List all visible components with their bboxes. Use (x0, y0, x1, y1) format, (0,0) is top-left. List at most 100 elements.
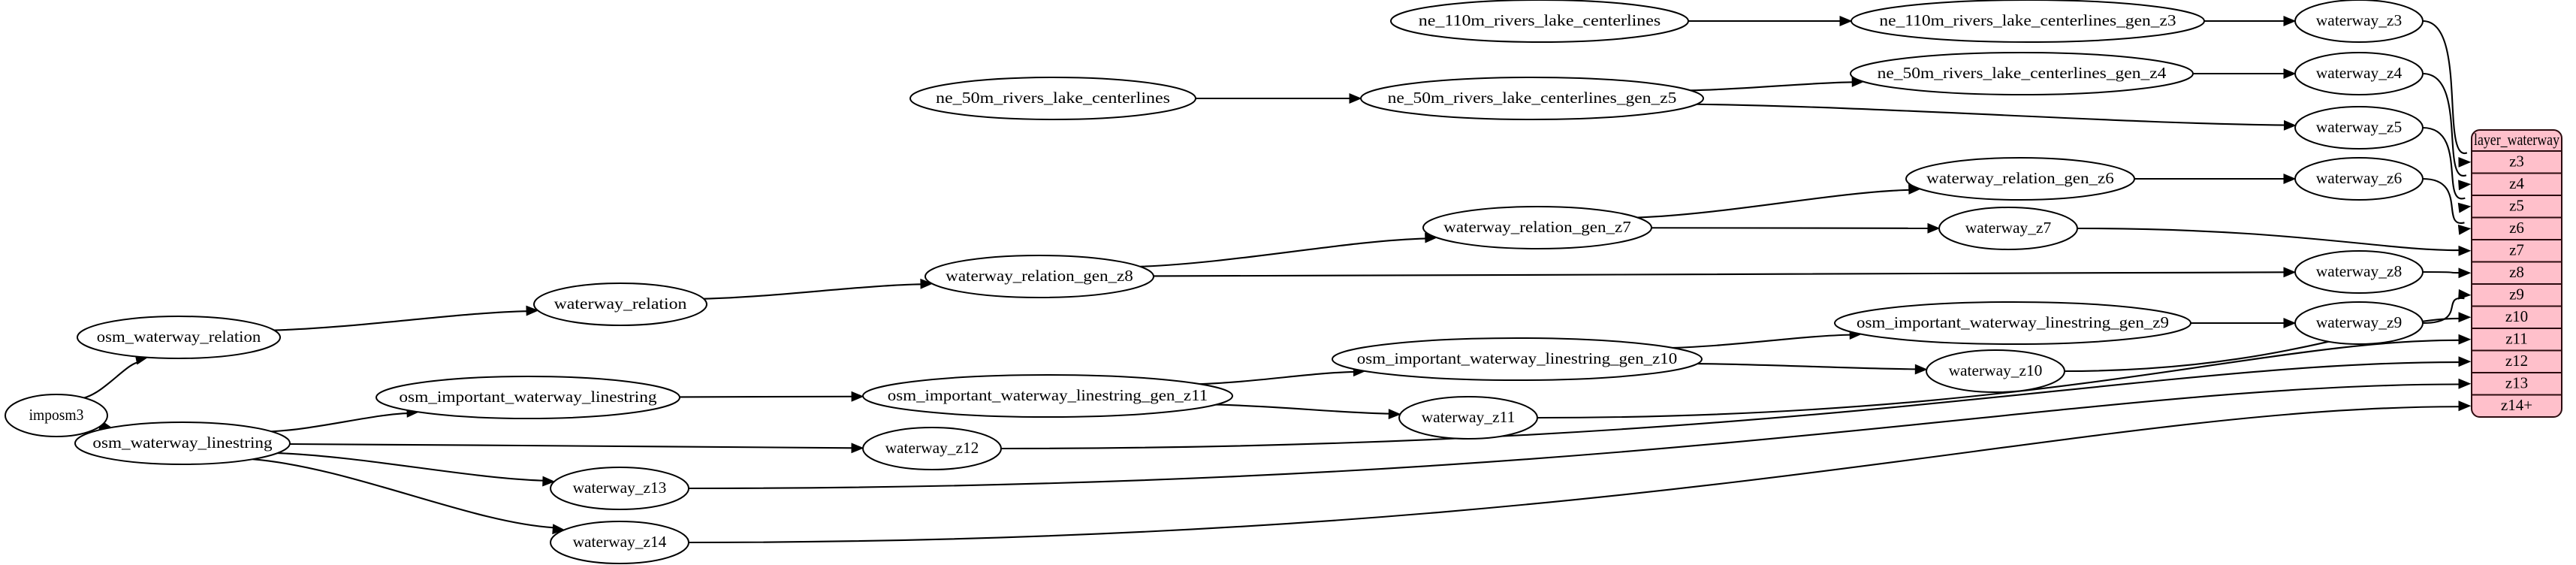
arrow-head-icon (2458, 245, 2472, 256)
node-imposm3[interactable]: imposm3 (5, 394, 108, 437)
arrow-head-icon (526, 305, 539, 316)
edges-layer (83, 16, 2472, 544)
node-shape-waterway_z14 (550, 521, 689, 564)
node-ne_50m_rivers_lake_centerlines_gen_z4[interactable]: ne_50m_rivers_lake_centerlines_gen_z4 (1850, 52, 2194, 95)
arrow-head-icon (2283, 16, 2297, 26)
node-waterway_relation_gen_z6[interactable]: waterway_relation_gen_z6 (1905, 157, 2135, 201)
nodes-layer: imposm3 osm_waterway_relation osm_waterway… (5, 0, 2424, 564)
node-shape-waterway_z9 (2294, 301, 2424, 345)
table-row-z9[interactable] (2472, 283, 2562, 307)
edge-waterway_relation-to-waterway_relation_gen_z8 (703, 283, 923, 300)
edge-ne_50m_rivers_lake_centerlines_gen_z5-to-waterway_z5 (1697, 103, 2286, 126)
table-row-z7[interactable] (2472, 239, 2562, 263)
table-row-label-z4: z4 (2509, 174, 2524, 192)
edge-osm_important_waterway_linestring_gen_z10-to-osm_important_waterway_linestring_gen_z9 (1673, 334, 1852, 349)
node-waterway_relation_gen_z7[interactable]: waterway_relation_gen_z7 (1422, 206, 1652, 249)
table-row-label-z8: z8 (2509, 263, 2524, 281)
edge-waterway_relation_gen_z8-to-waterway_z8 (1153, 271, 2286, 277)
node-shape-ne_110m_rivers_lake_centerlines_gen_z3 (1851, 0, 2205, 43)
node-waterway_z9[interactable]: waterway_z9 (2294, 301, 2424, 345)
table-outline (2471, 129, 2562, 418)
node-waterway_z11[interactable]: waterway_z11 (1398, 396, 1538, 440)
edge-osm_waterway_linestring-to-osm_important_waterway_linestring (271, 412, 409, 433)
table-row-z11[interactable] (2472, 328, 2562, 352)
node-ne_110m_rivers_lake_centerlines_gen_z3[interactable]: ne_110m_rivers_lake_centerlines_gen_z3 (1851, 0, 2205, 43)
node-waterway_z13[interactable]: waterway_z13 (550, 467, 689, 510)
node-ne_50m_rivers_lake_centerlines_gen_z5[interactable]: ne_50m_rivers_lake_centerlines_gen_z5 (1360, 77, 1704, 120)
arrow-head-icon (2458, 267, 2472, 279)
table-row-label-z9: z9 (2509, 286, 2524, 304)
edge-waterway_z14-to-table-z14plus (688, 406, 2461, 544)
arrow-head-icon (542, 476, 556, 487)
arrow-head-icon (920, 278, 934, 289)
arrow-head-icon (2458, 334, 2472, 345)
arrow-head-icon (2458, 180, 2472, 191)
node-waterway_relation_gen_z8[interactable]: waterway_relation_gen_z8 (925, 255, 1154, 298)
node-shape-waterway_z4 (2294, 52, 2424, 95)
arrow-head-icon (2457, 202, 2472, 213)
node-osm_important_waterway_linestring[interactable]: osm_important_waterway_linestring (376, 376, 680, 419)
arrow-head-icon (2283, 68, 2297, 79)
node-waterway_z12[interactable]: waterway_z12 (862, 427, 1002, 470)
node-osm_important_waterway_linestring_gen_z10[interactable]: osm_important_waterway_linestring_gen_z1… (1332, 337, 1703, 381)
node-waterway_z14[interactable]: waterway_z14 (550, 521, 689, 564)
table-row-z8[interactable] (2472, 261, 2562, 285)
node-shape-osm_important_waterway_linestring_gen_z11 (862, 374, 1233, 418)
edge-ne_50m_rivers_lake_centerlines_gen_z5-to-ne_50m_rivers_lake_centerlines_gen_z4 (1690, 81, 1854, 92)
arrow-head-icon (2458, 157, 2472, 168)
table-row-label-z11: z11 (2505, 330, 2528, 348)
node-shape-waterway_z7 (1938, 207, 2078, 250)
node-shape-waterway_z12 (862, 427, 1002, 470)
node-shape-waterway_relation_gen_z7 (1422, 206, 1652, 249)
node-shape-osm_important_waterway_linestring_gen_z10 (1332, 337, 1703, 381)
edge-waterway_z9-to-table-z9 (2422, 297, 2465, 325)
node-waterway_relation[interactable]: waterway_relation (533, 282, 707, 326)
table-row-label-z14plus: z14+ (2501, 396, 2532, 414)
table-title-label: layer_waterway (2474, 130, 2559, 149)
node-osm_important_waterway_linestring_gen_z9[interactable]: osm_important_waterway_linestring_gen_z9 (1834, 301, 2191, 345)
node-osm_waterway_linestring[interactable]: osm_waterway_linestring (74, 421, 291, 465)
node-waterway_z7[interactable]: waterway_z7 (1938, 207, 2078, 250)
table-row-z3[interactable] (2472, 150, 2562, 174)
node-ne_50m_rivers_lake_centerlines[interactable]: ne_50m_rivers_lake_centerlines (909, 77, 1196, 120)
table-row-label-z6: z6 (2509, 219, 2524, 237)
edge-waterway_z10-to-table-z10 (2064, 317, 2461, 373)
arrow-head-icon (1839, 16, 1853, 26)
node-shape-osm_waterway_relation (77, 316, 281, 359)
table-row-z6[interactable] (2472, 216, 2562, 240)
node-shape-waterway_z8 (2294, 250, 2424, 294)
node-osm_important_waterway_linestring_gen_z11[interactable]: osm_important_waterway_linestring_gen_z1… (862, 374, 1233, 418)
node-osm_waterway_relation[interactable]: osm_waterway_relation (77, 316, 281, 359)
node-shape-imposm3 (5, 394, 108, 437)
node-waterway_z10[interactable]: waterway_z10 (1926, 349, 2065, 393)
table-row-z13[interactable] (2472, 372, 2562, 396)
node-waterway_z3[interactable]: waterway_z3 (2294, 0, 2424, 43)
arrow-head-icon (2283, 267, 2297, 278)
table-row-z10[interactable] (2472, 305, 2562, 329)
node-shape-waterway_z3 (2294, 0, 2424, 43)
layer-waterway-table: layer_waterwayz3z4z5z6z7z8z9z10z11z12z13… (2471, 129, 2562, 418)
arrow-head-icon (2283, 174, 2297, 184)
arrow-head-icon (1914, 364, 1928, 375)
node-waterway_z6[interactable]: waterway_z6 (2294, 157, 2424, 201)
edge-osm_waterway_relation-to-waterway_relation (273, 310, 529, 331)
node-waterway_z5[interactable]: waterway_z5 (2294, 106, 2424, 150)
edge-osm_waterway_linestring-to-waterway_z13 (277, 452, 544, 482)
node-waterway_z8[interactable]: waterway_z8 (2294, 250, 2424, 294)
node-shape-osm_important_waterway_linestring (376, 376, 680, 419)
node-ne_110m_rivers_lake_centerlines[interactable]: ne_110m_rivers_lake_centerlines (1390, 0, 1689, 43)
table-row-z14plus[interactable] (2472, 394, 2562, 418)
node-shape-waterway_z10 (1926, 349, 2065, 393)
node-shape-osm_waterway_linestring (74, 421, 291, 465)
arrow-head-icon (2457, 224, 2472, 235)
arrow-head-icon (1927, 222, 1941, 234)
node-waterway_z4[interactable]: waterway_z4 (2294, 52, 2424, 95)
edge-osm_important_waterway_linestring_gen_z11-to-osm_important_waterway_linestring_gen_z10 (1199, 370, 1356, 385)
arrow-head-icon (2458, 312, 2472, 323)
arrow-head-icon (2458, 378, 2472, 389)
node-shape-waterway_relation_gen_z8 (925, 255, 1154, 298)
edge-waterway_z3-to-table-z3 (2422, 20, 2468, 154)
edge-osm_important_waterway_linestring_gen_z11-to-waterway_z11 (1215, 403, 1391, 415)
